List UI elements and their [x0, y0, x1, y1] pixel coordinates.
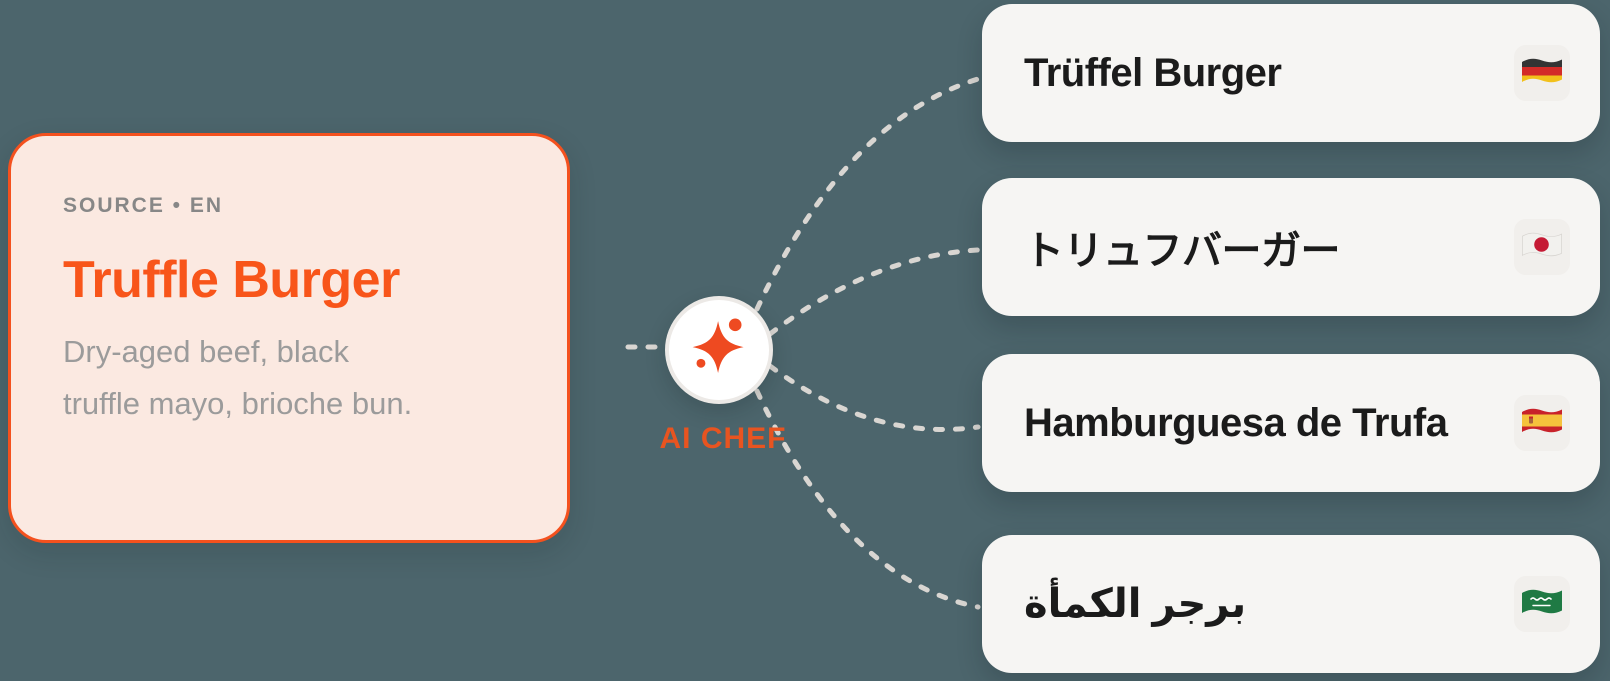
flag-spain-icon — [1520, 405, 1564, 441]
connector-hub-to-spanish — [767, 363, 981, 432]
connector-hub-to-japanese — [767, 247, 981, 337]
source-card: SOURCE • EN Truffle Burger Dry-aged beef… — [8, 133, 570, 543]
flag-saudi-arabia-icon — [1520, 586, 1564, 622]
flag-germany-icon — [1520, 55, 1564, 91]
source-dish-title: Truffle Burger — [63, 251, 400, 309]
connector-hub-to-german — [754, 76, 981, 312]
translation-card-german: Trüffel Burger — [982, 4, 1600, 142]
source-dish-description: Dry-aged beef, black truffle mayo, brioc… — [63, 334, 413, 421]
ai-hub-label: AI CHEF — [659, 422, 787, 455]
translation-text-arabic: برجر الكمأة — [1024, 582, 1247, 626]
translation-text-japanese: トリュフバーガー — [1024, 229, 1341, 273]
ai-hub-node — [665, 296, 773, 404]
flag-japan-icon — [1520, 229, 1564, 265]
translation-card-arabic: برجر الكمأة — [982, 535, 1600, 673]
sparkle-icon — [669, 298, 769, 403]
translation-text-spanish: Hamburguesa de Trufa — [1024, 400, 1448, 445]
translation-text-german: Trüffel Burger — [1024, 50, 1282, 95]
source-language-label: SOURCE • EN — [63, 194, 224, 217]
translation-card-spanish: Hamburguesa de Trufa — [982, 354, 1600, 492]
translation-card-japanese: トリュフバーガー — [982, 178, 1600, 316]
